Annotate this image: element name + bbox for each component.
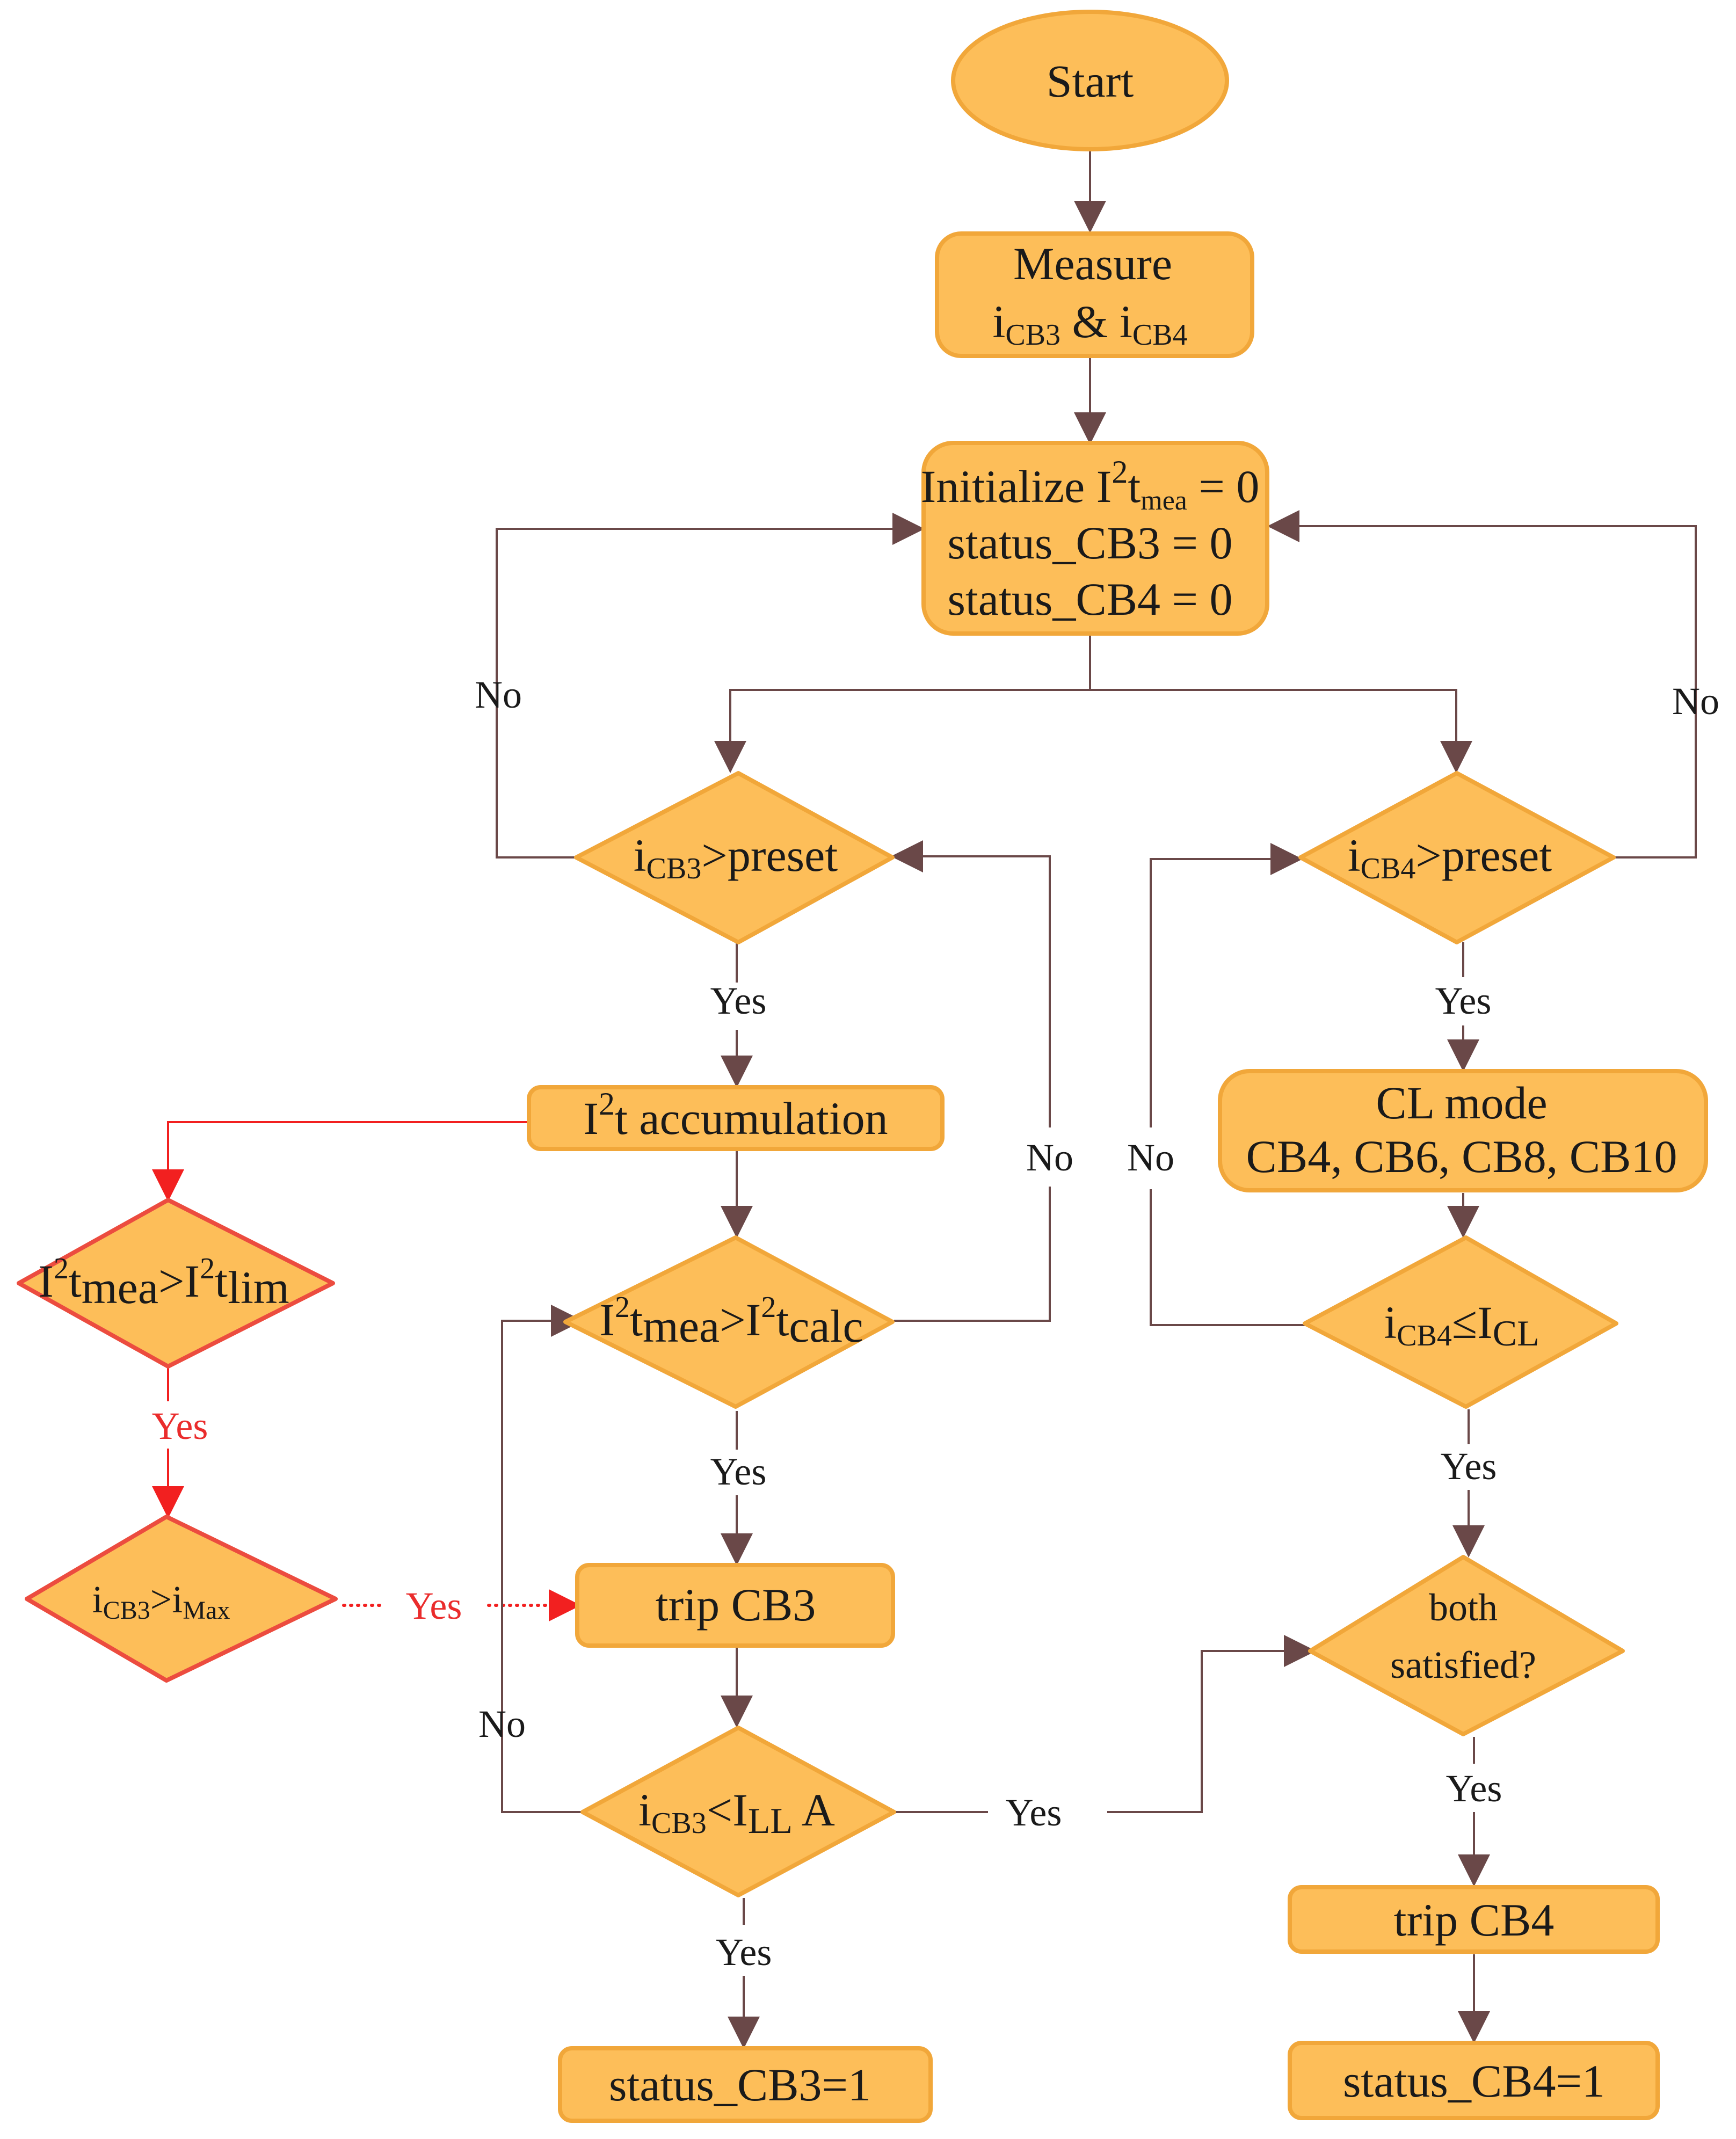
edge-labels: No No Yes Yes No No Yes Yes Yes Yes No Y… [152, 673, 1719, 1974]
edge-label-no-left-top: No [475, 673, 522, 716]
start-node: Start [951, 10, 1229, 151]
edge-label-yes-imax: Yes [406, 1584, 462, 1627]
decision-cb3-preset: iCB3>preset [574, 771, 895, 944]
decision-ill-label: iCB3<ILL A [638, 1784, 835, 1841]
edge-init-cb4 [1090, 689, 1472, 773]
connectors [152, 149, 1697, 2049]
init-label-line2: status_CB3 = 0 [947, 517, 1232, 569]
edge-label-yes-calc: Yes [710, 1450, 767, 1493]
edge-label-yes-ill-right: Yes [1006, 1791, 1062, 1834]
status-cb4-label: status_CB4=1 [1343, 2055, 1605, 2107]
cl-mode-label-line1: CL mode [1376, 1077, 1547, 1129]
edge-icl-no-a [1150, 1189, 1305, 1326]
accumulation-label: I2t accumulation [583, 1086, 888, 1144]
decision-both: both satisfied? [1308, 1555, 1625, 1736]
decision-both-label-line2: satisfied? [1390, 1643, 1536, 1686]
edge-label-no-icl: No [1127, 1136, 1174, 1179]
status-cb3-label: status_CB3=1 [609, 2059, 871, 2111]
edge-label-yes-cb3-preset: Yes [710, 979, 767, 1022]
edge-icl-no-b [1150, 843, 1303, 1127]
trip-cb3-label: trip CB3 [656, 1579, 816, 1631]
edge-cb4-no [1267, 510, 1697, 858]
init-label-line1: Initialize I2tmea = 0 [921, 454, 1260, 516]
decision-ill: iCB3<ILL A [580, 1726, 896, 1897]
edge-label-yes-ill-down: Yes [716, 1931, 772, 1974]
edge-calc-no-a [894, 1187, 1051, 1322]
cl-mode-node: CL mode CB4, CB6, CB8, CB10 [1218, 1069, 1708, 1192]
decision-i2t-lim: I2tmea>I2tlim [17, 1198, 335, 1369]
decision-i2t-lim-label: I2tmea>I2tlim [38, 1252, 289, 1313]
edge-init-cb3 [714, 634, 1091, 773]
edge-label-yes-cb4-preset: Yes [1435, 979, 1492, 1022]
edge-cb3-no [496, 513, 925, 858]
start-label: Start [1047, 55, 1134, 107]
decision-cb4-preset-label: iCB4>preset [1348, 830, 1552, 885]
decision-imax: iCB3>iMax [25, 1515, 338, 1683]
decision-both-label-line1: both [1429, 1586, 1498, 1629]
status-cb3-node: status_CB3=1 [558, 2046, 933, 2123]
decision-i2t-calc-label: I2tmea>I2tcalc [599, 1291, 863, 1352]
decision-i2t-calc: I2tmea>I2tcalc [563, 1235, 895, 1409]
trip-cb4-label: trip CB4 [1394, 1894, 1555, 1946]
decision-icl-label: iCB4≤ICL [1384, 1297, 1539, 1354]
edge-label-no-right-top: No [1672, 680, 1719, 723]
decision-icl: iCB4≤ICL [1303, 1235, 1618, 1409]
edge-label-yes-icl: Yes [1441, 1445, 1497, 1488]
initialize-node: Initialize I2tmea = 0 status_CB3 = 0 sta… [921, 441, 1269, 636]
status-cb4-node: status_CB4=1 [1288, 2041, 1660, 2120]
edge-ill-no [501, 1305, 583, 1813]
edge-label-yes-lim: Yes [152, 1405, 208, 1447]
measure-label-line2: iCB3 & iCB4 [992, 296, 1187, 352]
measure-node: Measure iCB3 & iCB4 [935, 231, 1254, 358]
edge-accum-lim [152, 1121, 527, 1202]
edge-label-no-ill: No [478, 1703, 526, 1745]
trip-cb4-node: trip CB4 [1288, 1885, 1660, 1954]
decision-cb3-preset-label: iCB3>preset [634, 830, 838, 885]
measure-label-line1: Measure [1013, 238, 1172, 289]
edge-ill-yes-b [1107, 1635, 1316, 1813]
edge-imax-yes-arrowhead [549, 1589, 581, 1621]
accumulation-node: I2t accumulation [527, 1085, 945, 1151]
decision-cb4-preset: iCB4>preset [1298, 771, 1616, 944]
edge-calc-no-b [891, 840, 1051, 1127]
edge-label-yes-both: Yes [1446, 1767, 1502, 1810]
decision-imax-label: iCB3>iMax [92, 1578, 230, 1625]
trip-cb3-node: trip CB3 [575, 1563, 895, 1648]
cl-mode-label-line2: CB4, CB6, CB8, CB10 [1246, 1131, 1677, 1182]
init-label-line3: status_CB4 = 0 [947, 573, 1232, 625]
edge-label-no-calc: No [1026, 1136, 1073, 1179]
